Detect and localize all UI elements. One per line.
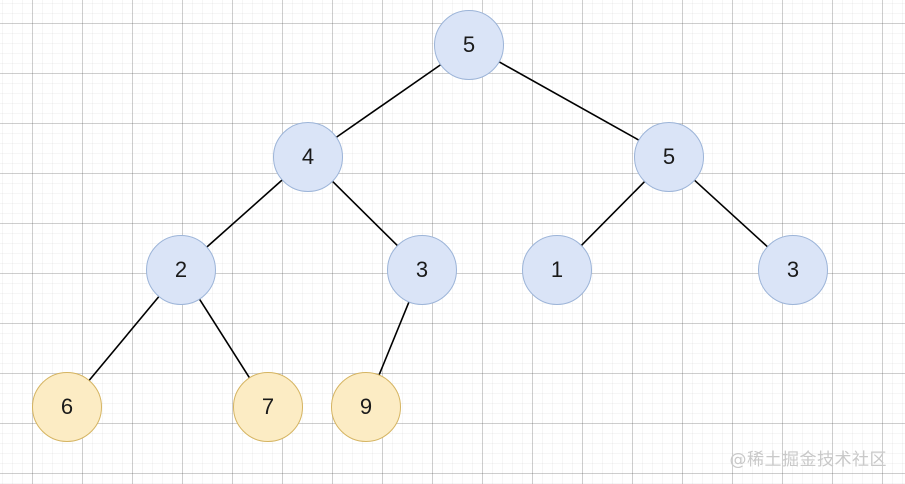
tree-node-label: 4 (301, 144, 315, 169)
tree-node-n0[interactable]: 5 (434, 10, 504, 80)
tree-edge (378, 301, 410, 376)
tree-node-label: 3 (786, 257, 800, 282)
tree-edge (335, 64, 442, 138)
tree-node-n5[interactable]: 1 (522, 235, 592, 305)
tree-node-label: 6 (60, 394, 74, 419)
tree-node-n1[interactable]: 4 (273, 122, 343, 192)
tree-node-label: 5 (662, 144, 676, 169)
tree-node-n3[interactable]: 2 (146, 235, 216, 305)
tree-node-label: 5 (462, 32, 476, 57)
tree-node-label: 7 (261, 394, 275, 419)
tree-node-n2[interactable]: 5 (634, 122, 704, 192)
tree-node-n4[interactable]: 3 (387, 235, 457, 305)
tree-node-n7[interactable]: 6 (32, 372, 102, 442)
tree-node-label: 3 (415, 257, 429, 282)
tree-edge (580, 181, 646, 246)
tree-edge (88, 296, 160, 381)
tree-edge (198, 298, 251, 379)
tree-node-label: 2 (174, 257, 188, 282)
tree-node-label: 1 (550, 257, 564, 282)
tree-node-label: 9 (359, 394, 373, 419)
tree-node-n9[interactable]: 9 (331, 372, 401, 442)
tree-edge (694, 179, 768, 248)
tree-node-n8[interactable]: 7 (233, 372, 303, 442)
tree-node-n6[interactable]: 3 (758, 235, 828, 305)
tree-edge (206, 179, 283, 248)
tree-edge (498, 61, 640, 141)
tree-edge (332, 180, 398, 247)
watermark-label: @稀土掘金技术社区 (729, 450, 887, 470)
